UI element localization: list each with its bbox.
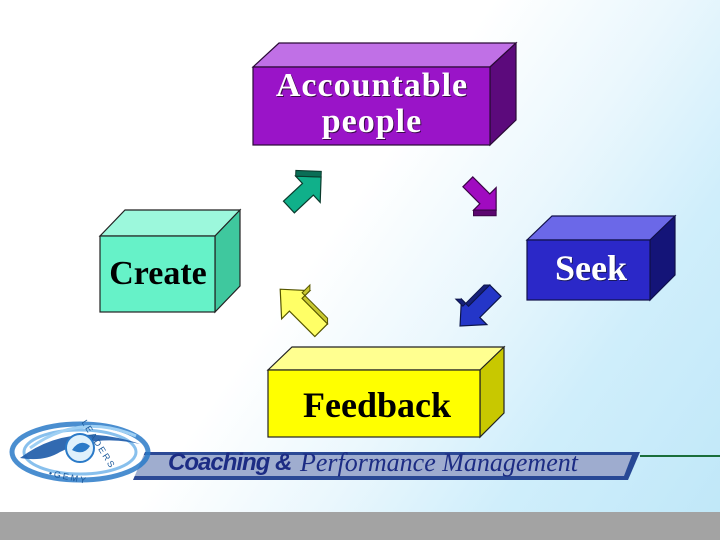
create-label: Create — [109, 255, 207, 292]
seek-box — [525, 214, 677, 302]
seek-label: Seek — [555, 248, 627, 288]
arrow-seek-to-feedback — [454, 284, 502, 327]
feedback-label: Feedback — [303, 385, 451, 425]
feedback-box — [266, 345, 506, 439]
arrow-feedback-to-create — [279, 283, 329, 338]
create-box — [98, 208, 242, 314]
accountable-label: Accountable people — [275, 67, 469, 140]
footer-banner — [133, 452, 720, 480]
footer-bar — [0, 512, 720, 540]
logo-emblem — [9, 421, 151, 483]
footer-subtitle: Performance Management — [300, 448, 578, 477]
arrow-create-to-accountable — [282, 169, 322, 214]
accountable-box — [251, 41, 518, 147]
arrow-accountable-to-seek — [462, 176, 497, 217]
footer-subtitle-lead: Coaching & — [168, 449, 292, 476]
